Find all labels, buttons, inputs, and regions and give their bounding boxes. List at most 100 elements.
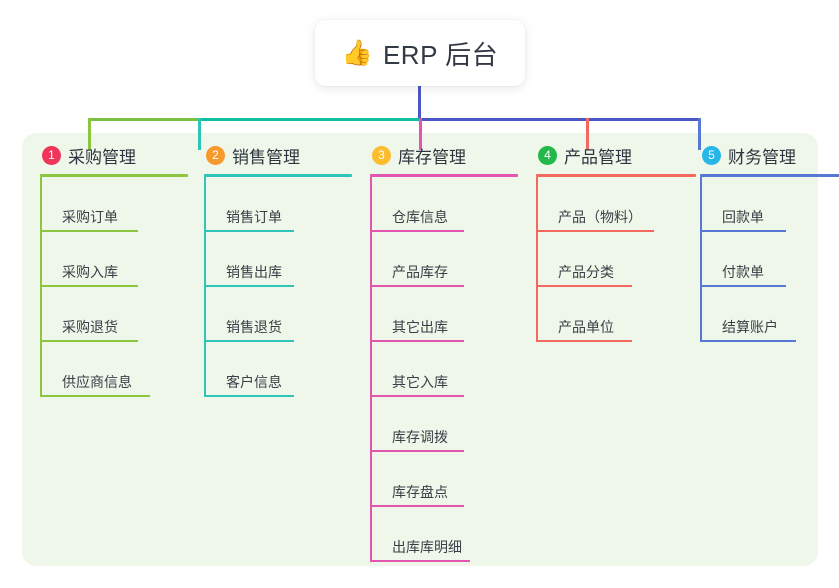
item-label: 产品库存 (392, 264, 448, 280)
column-header-1[interactable]: 1 采购管理 (40, 142, 188, 168)
item-rule (204, 285, 294, 287)
item-rule (536, 285, 632, 287)
column-items-4: 产品（物料） 产品分类 产品单位 (536, 177, 696, 342)
item-rule (40, 285, 138, 287)
column-items-3: 仓库信息 产品库存 其它出库 其它入库 库存调拨 库存盘点 出库库明细 (370, 177, 518, 562)
list-item[interactable]: 采购入库 (40, 232, 188, 287)
list-item[interactable]: 产品库存 (370, 232, 518, 287)
column-items-5: 回款单 付款单 结算账户 (700, 177, 839, 342)
page-title: ERP 后台 (382, 39, 499, 70)
item-label: 库存调拨 (392, 429, 448, 445)
list-item[interactable]: 回款单 (700, 177, 839, 232)
item-label: 付款单 (722, 264, 764, 280)
column-spine-1 (40, 177, 42, 397)
list-item[interactable]: 库存调拨 (370, 397, 518, 452)
list-item[interactable]: 采购退货 (40, 287, 188, 342)
list-item[interactable]: 产品单位 (536, 287, 696, 342)
item-label: 产品分类 (558, 264, 614, 280)
item-label: 其它入库 (392, 374, 448, 390)
item-rule (700, 340, 796, 342)
column-title-1: 采购管理 (68, 147, 136, 167)
drop-line-col-3 (419, 118, 422, 150)
column-purchasing: 1 采购管理 采购订单 采购入库 采购退货 供应商信息 (40, 142, 188, 397)
item-label: 其它出库 (392, 319, 448, 335)
item-rule (370, 230, 464, 232)
column-header-2[interactable]: 2 销售管理 (204, 142, 352, 168)
item-rule (40, 230, 138, 232)
drop-line-col-1 (88, 118, 91, 150)
list-item[interactable]: 销售出库 (204, 232, 352, 287)
item-label: 回款单 (722, 209, 764, 225)
item-rule (370, 505, 464, 507)
column-spine-2 (204, 177, 206, 397)
column-inventory: 3 库存管理 仓库信息 产品库存 其它出库 其它入库 库存调拨 库存盘点 (370, 142, 518, 562)
item-rule (40, 395, 150, 397)
column-header-4[interactable]: 4 产品管理 (536, 142, 696, 168)
drop-line-col-4 (586, 118, 589, 150)
column-sales: 2 销售管理 销售订单 销售出库 销售退货 客户信息 (204, 142, 352, 397)
column-badge-5: 5 (702, 145, 721, 165)
list-item[interactable]: 出库库明细 (370, 507, 518, 562)
list-item[interactable]: 采购订单 (40, 177, 188, 232)
list-item[interactable]: 供应商信息 (40, 342, 188, 397)
column-title-3: 库存管理 (398, 147, 466, 167)
list-item[interactable]: 产品（物料） (536, 177, 696, 232)
list-item[interactable]: 其它入库 (370, 342, 518, 397)
root-stem (418, 86, 421, 121)
column-title-2: 销售管理 (232, 147, 300, 167)
item-rule (700, 230, 786, 232)
column-rule-5 (700, 174, 839, 177)
item-label: 采购退货 (62, 319, 118, 335)
item-label: 销售出库 (226, 264, 282, 280)
column-header-5[interactable]: 5 财务管理 (700, 142, 839, 168)
item-label: 仓库信息 (392, 209, 448, 225)
list-item[interactable]: 结算账户 (700, 287, 839, 342)
item-label: 采购订单 (62, 209, 118, 225)
column-spine-5 (700, 177, 702, 342)
column-items-1: 采购订单 采购入库 采购退货 供应商信息 (40, 177, 188, 397)
column-rule-3 (370, 174, 518, 177)
column-badge-1: 1 (42, 145, 61, 165)
item-label: 库存盘点 (392, 484, 448, 500)
item-label: 产品单位 (558, 319, 614, 335)
list-item[interactable]: 其它出库 (370, 287, 518, 342)
item-label: 供应商信息 (62, 374, 132, 390)
column-product: 4 产品管理 产品（物料） 产品分类 产品单位 (536, 142, 696, 342)
drop-line-col-5 (698, 118, 701, 150)
column-rule-4 (536, 174, 696, 177)
item-rule (370, 395, 464, 397)
column-rule-2 (204, 174, 352, 177)
bus-segment-right (419, 118, 701, 121)
column-rule-1 (40, 174, 188, 177)
item-rule (204, 395, 294, 397)
list-item[interactable]: 产品分类 (536, 232, 696, 287)
bus-segment-mid (201, 118, 419, 121)
column-finance: 5 财务管理 回款单 付款单 结算账户 (700, 142, 839, 342)
column-items-2: 销售订单 销售出库 销售退货 客户信息 (204, 177, 352, 397)
item-rule (370, 450, 464, 452)
column-spine-4 (536, 177, 538, 342)
list-item[interactable]: 付款单 (700, 232, 839, 287)
column-title-4: 产品管理 (564, 147, 632, 167)
item-rule (536, 230, 654, 232)
column-title-5: 财务管理 (728, 147, 796, 167)
item-rule (370, 340, 464, 342)
item-label: 出库库明细 (392, 539, 462, 555)
list-item[interactable]: 销售退货 (204, 287, 352, 342)
list-item[interactable]: 客户信息 (204, 342, 352, 397)
item-label: 结算账户 (722, 319, 778, 335)
item-rule (204, 340, 294, 342)
item-rule (370, 560, 470, 562)
column-badge-2: 2 (206, 145, 225, 165)
list-item[interactable]: 库存盘点 (370, 452, 518, 507)
column-badge-3: 3 (372, 145, 391, 165)
root-title-card[interactable]: 👍 ERP 后台 (315, 20, 525, 86)
item-label: 销售订单 (226, 209, 282, 225)
item-label: 采购入库 (62, 264, 118, 280)
item-rule (204, 230, 294, 232)
list-item[interactable]: 仓库信息 (370, 177, 518, 232)
column-header-3[interactable]: 3 库存管理 (370, 142, 518, 168)
column-badge-4: 4 (538, 145, 557, 165)
list-item[interactable]: 销售订单 (204, 177, 352, 232)
item-rule (700, 285, 786, 287)
